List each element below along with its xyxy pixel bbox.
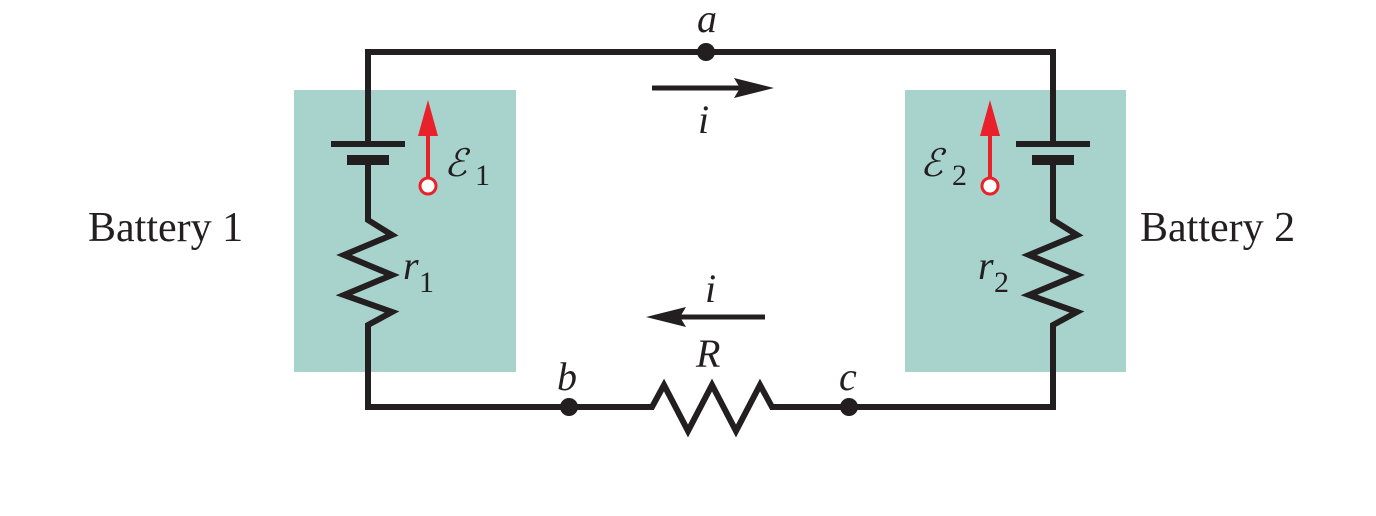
node-a-label: a	[697, 0, 717, 41]
battery2-short-plate	[1032, 155, 1074, 165]
left-bottom-wire	[365, 325, 639, 410]
emf2-symbol: ℰ	[920, 141, 947, 185]
node-b-dot	[560, 398, 578, 416]
current-top-label: i	[698, 97, 709, 142]
node-c-label: c	[839, 354, 857, 399]
battery2-label: Battery 2	[1140, 205, 1295, 251]
R-resistor	[633, 378, 785, 438]
battery1-box	[294, 90, 516, 372]
battery2-box	[905, 90, 1126, 372]
r2-resistor	[1020, 212, 1085, 333]
r1-symbol: r	[403, 243, 419, 288]
emf2-arrow	[980, 100, 1000, 196]
node-b-label: b	[557, 354, 577, 399]
battery1-short-plate	[347, 155, 389, 165]
current-arrow-top	[652, 78, 774, 98]
current-arrow-bottom	[646, 307, 765, 327]
emf1-arrow	[418, 100, 438, 196]
node-c-dot	[840, 398, 858, 416]
resistor-R-label: R	[695, 331, 720, 376]
r1-resistor	[335, 212, 400, 333]
r2-symbol: r	[978, 243, 994, 288]
r2-subscript: 2	[994, 266, 1009, 299]
emf1-symbol: ℰ	[444, 141, 471, 185]
emf2-subscript: 2	[952, 159, 967, 192]
right-bottom-wire	[779, 325, 1056, 410]
emf1-subscript: 1	[475, 159, 490, 192]
battery1-label: Battery 1	[88, 205, 243, 251]
node-a-dot	[697, 43, 715, 61]
r1-subscript: 1	[419, 266, 434, 299]
battery1-long-plate	[331, 141, 405, 147]
battery2-long-plate	[1016, 141, 1090, 147]
current-bottom-label: i	[705, 266, 716, 311]
